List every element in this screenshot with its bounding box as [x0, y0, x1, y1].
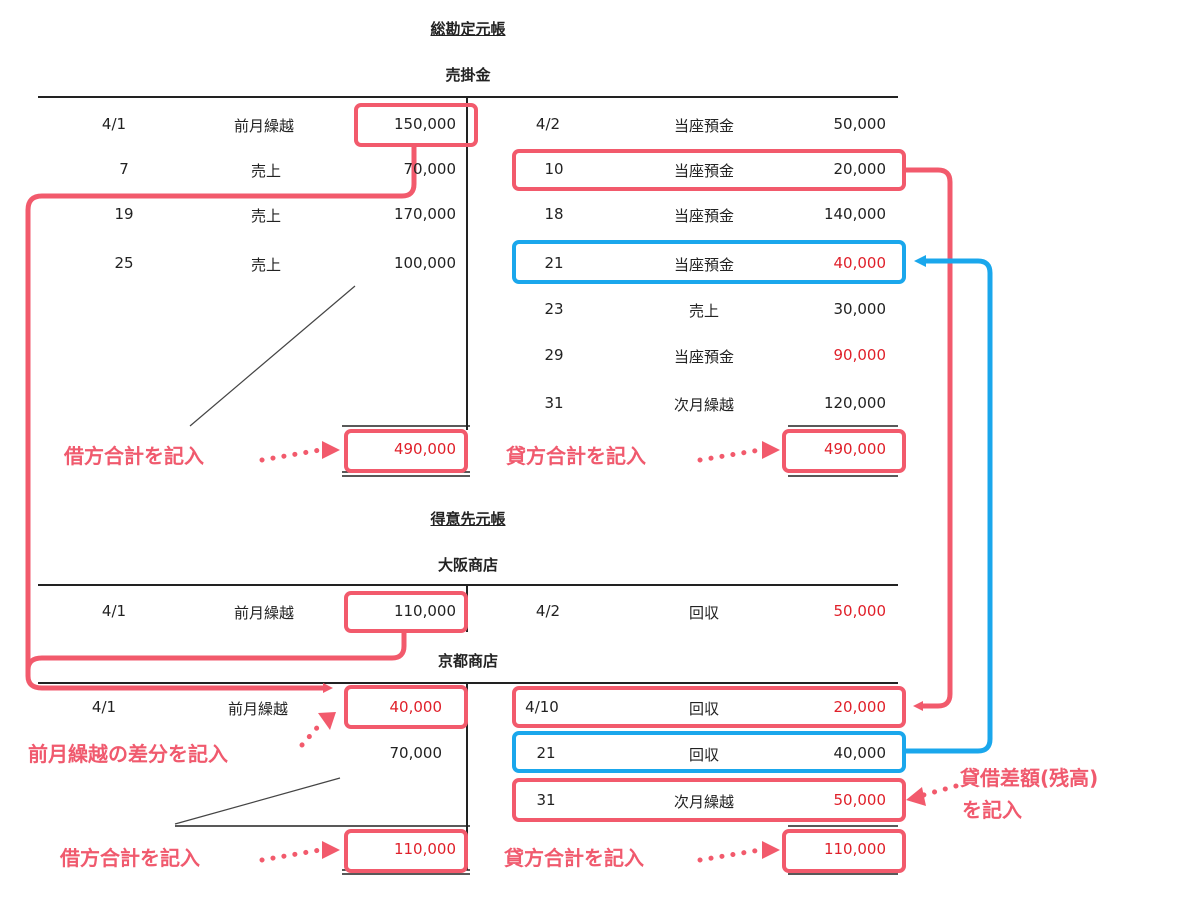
credit-desc: 当座預金 — [673, 207, 735, 225]
credit-desc: 当座預金 — [673, 256, 735, 274]
credit-date: 21 — [544, 254, 564, 272]
osaka-credit-date: 4/2 — [535, 602, 561, 620]
credit-amount: 140,000 — [823, 205, 886, 223]
kyoto-debit-date: 4/1 — [91, 698, 117, 716]
ledger-title: 総勘定元帳 — [430, 20, 506, 38]
kyoto-credit-date: 31 — [536, 791, 556, 809]
annotation-kyoto-debit-total: 借方合計を記入 — [60, 846, 200, 870]
debit-desc: 売上 — [250, 162, 282, 180]
connector-prev-balance-a — [25, 146, 417, 693]
account-title-osaka: 大阪商店 — [437, 556, 499, 574]
kyoto-debit-amount: 70,000 — [389, 744, 443, 762]
osaka-credit-desc: 回収 — [688, 604, 720, 622]
annotation-kyoto-credit-total: 貸方合計を記入 — [504, 846, 644, 870]
highlight-kyoto-credit-10 — [512, 686, 906, 728]
debit-amount: 150,000 — [393, 115, 456, 133]
credit-date: 29 — [544, 346, 564, 364]
highlight-prev-balance-150000 — [354, 103, 478, 147]
connector-payment-21 — [906, 255, 993, 754]
kyoto-debit-total: 110,000 — [393, 840, 456, 858]
credit-date: 10 — [544, 160, 564, 178]
osaka-debit-date: 4/1 — [101, 602, 127, 620]
kyoto-credit-date: 21 — [536, 744, 556, 762]
credit-date: 31 — [544, 394, 564, 412]
highlight-kyoto-credit-21 — [512, 731, 906, 773]
credit-amount: 90,000 — [833, 346, 887, 364]
debit-date: 19 — [114, 205, 134, 223]
credit-date: 18 — [544, 205, 564, 223]
connector-payment-10 — [906, 167, 953, 711]
kyoto-credit-amount: 40,000 — [833, 744, 887, 762]
credit-desc: 当座預金 — [673, 348, 735, 366]
account-title-urikakekin: 売掛金 — [445, 66, 491, 84]
osaka-debit-desc: 前月繰越 — [233, 604, 295, 622]
highlight-kyoto-credit-31 — [512, 778, 906, 822]
debit-amount: 100,000 — [393, 254, 456, 272]
kyoto-credit-desc: 回収 — [688, 746, 720, 764]
kyoto-credit-desc: 次月繰越 — [673, 793, 735, 811]
highlight-kyoto-prev — [344, 685, 468, 729]
credit-amount: 20,000 — [833, 160, 887, 178]
highlight-kyoto-credit-total — [782, 829, 906, 873]
credit-amount: 40,000 — [833, 254, 887, 272]
kyoto-debit-desc: 前月繰越 — [227, 700, 289, 718]
annotation-balance-line1: 貸借差額(残高) — [960, 766, 1099, 790]
credit-desc: 当座預金 — [673, 117, 735, 135]
credit-date: 4/2 — [535, 115, 561, 133]
credit-total: 490,000 — [823, 440, 886, 458]
highlight-kyoto-debit-total — [344, 829, 468, 873]
credit-desc: 次月繰越 — [673, 396, 735, 414]
ledger-diagonal — [189, 285, 356, 427]
debit-date: 4/1 — [101, 115, 127, 133]
highlight-credit-row-21 — [512, 240, 906, 284]
annotation-debit-total: 借方合計を記入 — [64, 444, 204, 468]
debit-total: 490,000 — [393, 440, 456, 458]
debit-date: 7 — [119, 160, 129, 178]
highlight-credit-total — [782, 429, 906, 473]
debit-amount: 70,000 — [403, 160, 457, 178]
kyoto-credit-amount: 20,000 — [833, 698, 887, 716]
debit-date: 25 — [114, 254, 134, 272]
debit-desc: 売上 — [250, 207, 282, 225]
credit-desc: 売上 — [688, 302, 720, 320]
connector-prev-balance-b — [25, 632, 407, 671]
kyoto-debit-amount: 40,000 — [389, 698, 443, 716]
credit-amount: 50,000 — [833, 115, 887, 133]
subledger-title: 得意先元帳 — [430, 510, 506, 528]
annotation-balance-line2: を記入 — [962, 798, 1022, 822]
credit-amount: 120,000 — [823, 394, 886, 412]
highlight-debit-total — [344, 429, 468, 473]
osaka-credit-amount: 50,000 — [833, 602, 887, 620]
annotation-prev-diff: 前月繰越の差分を記入 — [28, 742, 228, 766]
kyoto-credit-amount: 50,000 — [833, 791, 887, 809]
debit-amount: 170,000 — [393, 205, 456, 223]
highlight-credit-row-10 — [512, 149, 906, 191]
highlight-osaka-prev — [344, 591, 468, 633]
kyoto-credit-desc: 回収 — [688, 700, 720, 718]
debit-desc: 売上 — [250, 256, 282, 274]
kyoto-credit-total: 110,000 — [823, 840, 886, 858]
annotation-credit-total: 貸方合計を記入 — [506, 444, 646, 468]
account-title-kyoto: 京都商店 — [437, 652, 499, 670]
kyoto-credit-date: 4/10 — [525, 698, 559, 716]
credit-desc: 当座預金 — [673, 162, 735, 180]
credit-date: 23 — [544, 300, 564, 318]
debit-desc: 前月繰越 — [233, 117, 295, 135]
osaka-debit-amount: 110,000 — [393, 602, 456, 620]
credit-amount: 30,000 — [833, 300, 887, 318]
